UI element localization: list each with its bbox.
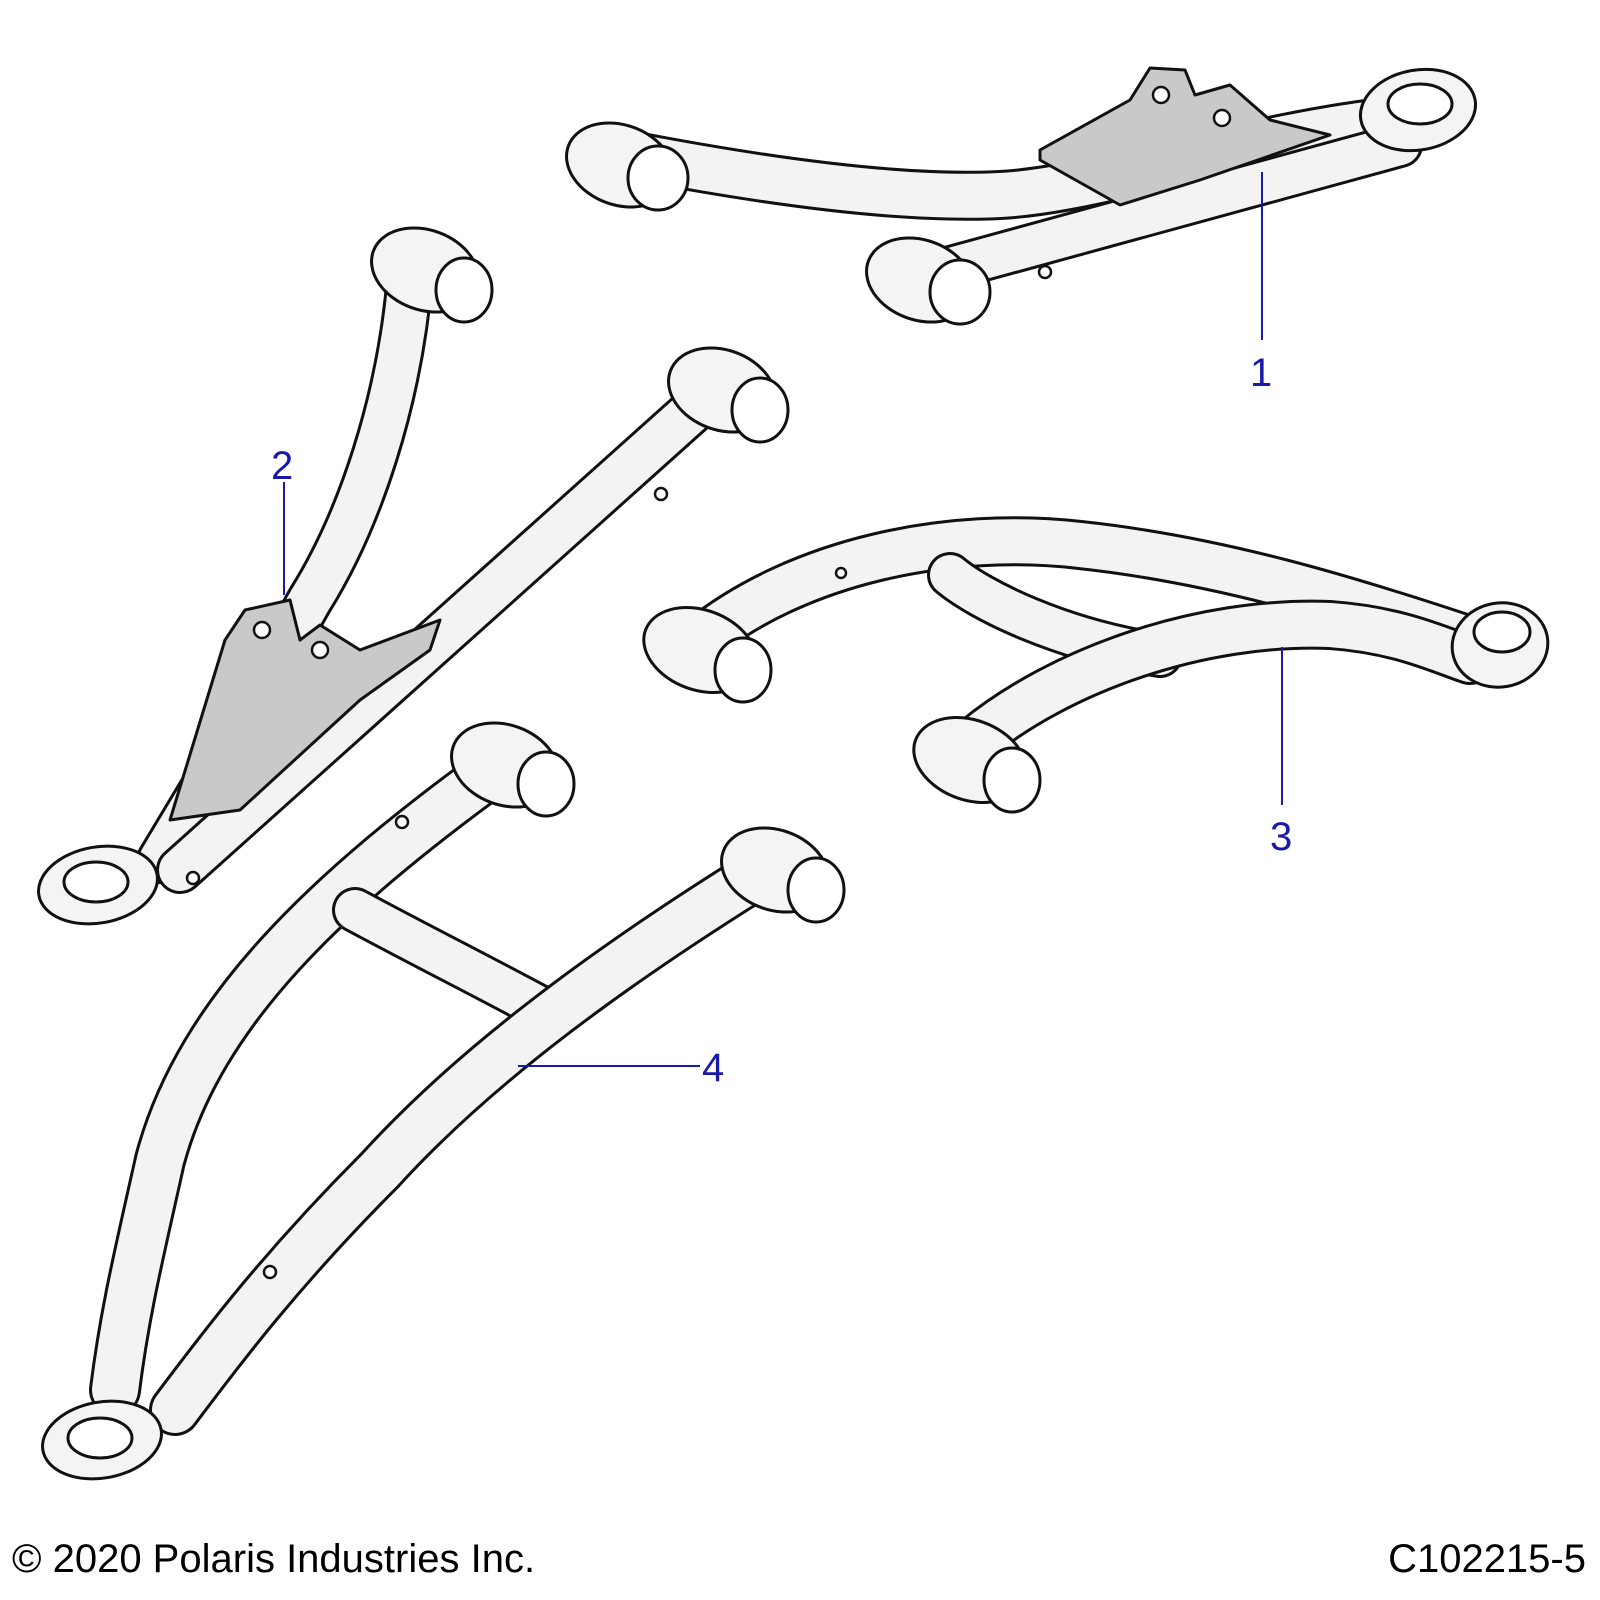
- copyright-notice: © 2020 Polaris Industries Inc.: [12, 1537, 536, 1581]
- callout-3: 3: [1270, 815, 1292, 859]
- a-arm-part-2: [37, 226, 790, 926]
- a-arm-part-3: [642, 516, 1550, 814]
- a-arm-part-4: [41, 721, 846, 1481]
- callout-4: 4: [702, 1046, 724, 1090]
- drawing-number: C102215-5: [1388, 1537, 1586, 1581]
- callout-2: 2: [271, 444, 293, 488]
- callout-1: 1: [1250, 351, 1272, 395]
- a-arm-part-1: [565, 66, 1478, 326]
